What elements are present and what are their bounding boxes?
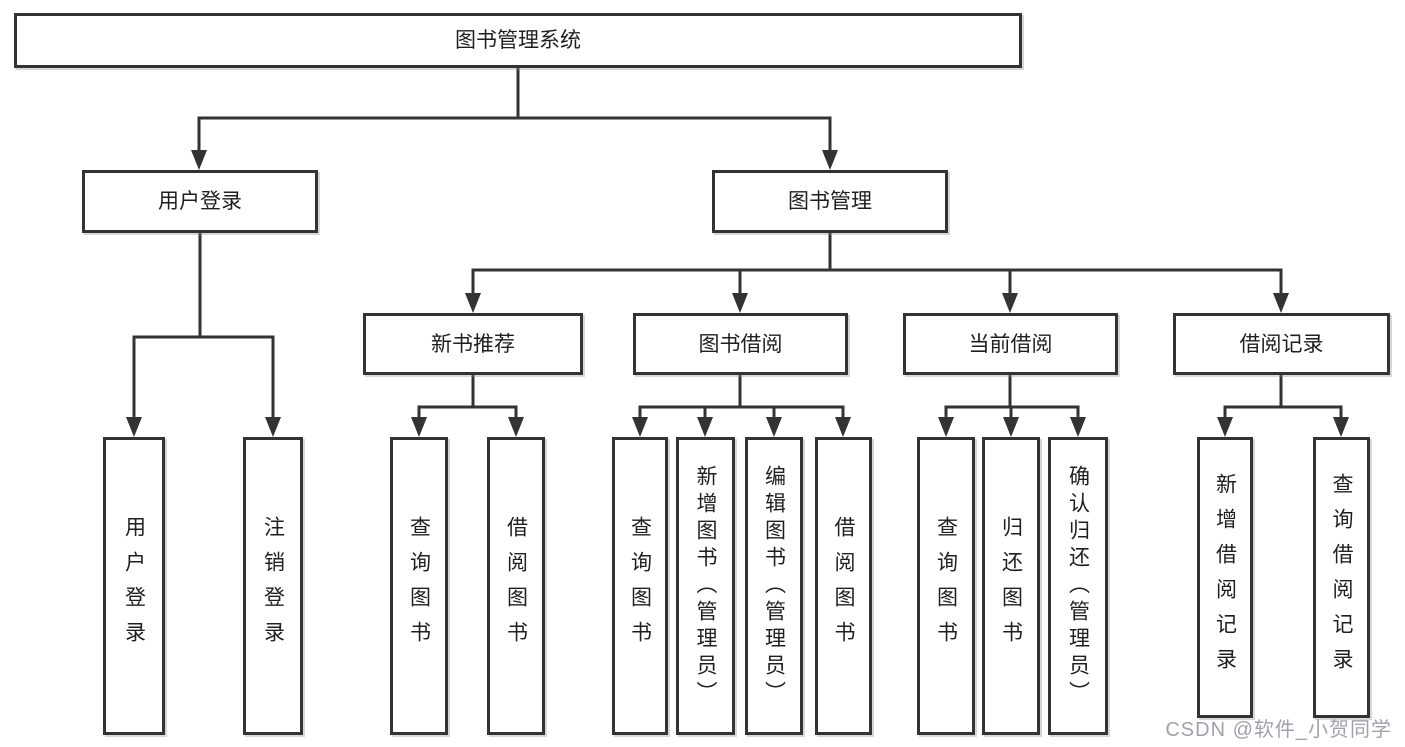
leaf-label: 借阅图书 — [832, 516, 855, 656]
leaf-borrow-books-borrowing: 借阅图书 — [815, 437, 872, 735]
leaf-label: 归还图书 — [999, 516, 1023, 656]
leaf-label: 借阅图书 — [504, 516, 528, 656]
box-new-book-recommendation: 新书推荐 — [363, 313, 583, 375]
leaf-confirm-return-admin: 确认归还（管理员） — [1048, 437, 1108, 735]
leaf-label: 查询图书 — [407, 516, 431, 656]
watermark: CSDN @软件_小贺同学 — [1165, 719, 1392, 741]
leaf-query-books-recommend: 查询图书 — [390, 437, 448, 735]
box-label: 借阅记录 — [1239, 332, 1324, 356]
box-current-borrowing: 当前借阅 — [903, 313, 1118, 375]
box-borrowing-records: 借阅记录 — [1173, 313, 1390, 375]
leaf-query-books-current: 查询图书 — [917, 437, 975, 735]
leaf-user-login: 用户登录 — [103, 437, 165, 735]
arrowheads — [126, 150, 1349, 437]
box-book-borrowing: 图书借阅 — [633, 313, 848, 375]
leaf-edit-book-admin: 编辑图书（管理员） — [745, 437, 803, 735]
leaf-label: 查询图书 — [628, 516, 652, 656]
box-library-management-system: 图书管理系统 — [14, 13, 1022, 68]
leaf-add-borrow-record: 新增借阅记录 — [1197, 437, 1253, 718]
box-book-management: 图书管理 — [712, 170, 948, 233]
box-user-login: 用户登录 — [82, 170, 318, 233]
leaf-add-book-admin: 新增图书（管理员） — [676, 437, 735, 735]
leaf-query-borrow-record: 查询借阅记录 — [1313, 437, 1370, 718]
leaf-label: 用户登录 — [122, 516, 146, 656]
leaf-logout: 注销登录 — [243, 437, 303, 735]
box-label: 图书管理系统 — [455, 29, 581, 52]
box-label: 图书管理 — [788, 190, 872, 213]
box-label: 当前借阅 — [968, 332, 1053, 356]
leaf-query-books-borrowing: 查询图书 — [612, 437, 668, 735]
leaf-label: 新增图书（管理员） — [694, 464, 717, 708]
leaf-label: 新增借阅记录 — [1213, 472, 1237, 683]
box-label: 用户登录 — [158, 190, 242, 213]
box-label: 新书推荐 — [431, 332, 515, 356]
box-label: 图书借阅 — [698, 332, 783, 356]
leaf-label: 查询图书 — [934, 516, 958, 656]
leaf-label: 确认归还（管理员） — [1066, 464, 1090, 708]
leaf-label: 注销登录 — [261, 516, 285, 656]
leaf-borrow-books-recommend: 借阅图书 — [487, 437, 545, 735]
leaf-return-books: 归还图书 — [982, 437, 1040, 735]
leaf-label: 查询借阅记录 — [1330, 472, 1353, 683]
leaf-label: 编辑图书（管理员） — [762, 464, 786, 708]
